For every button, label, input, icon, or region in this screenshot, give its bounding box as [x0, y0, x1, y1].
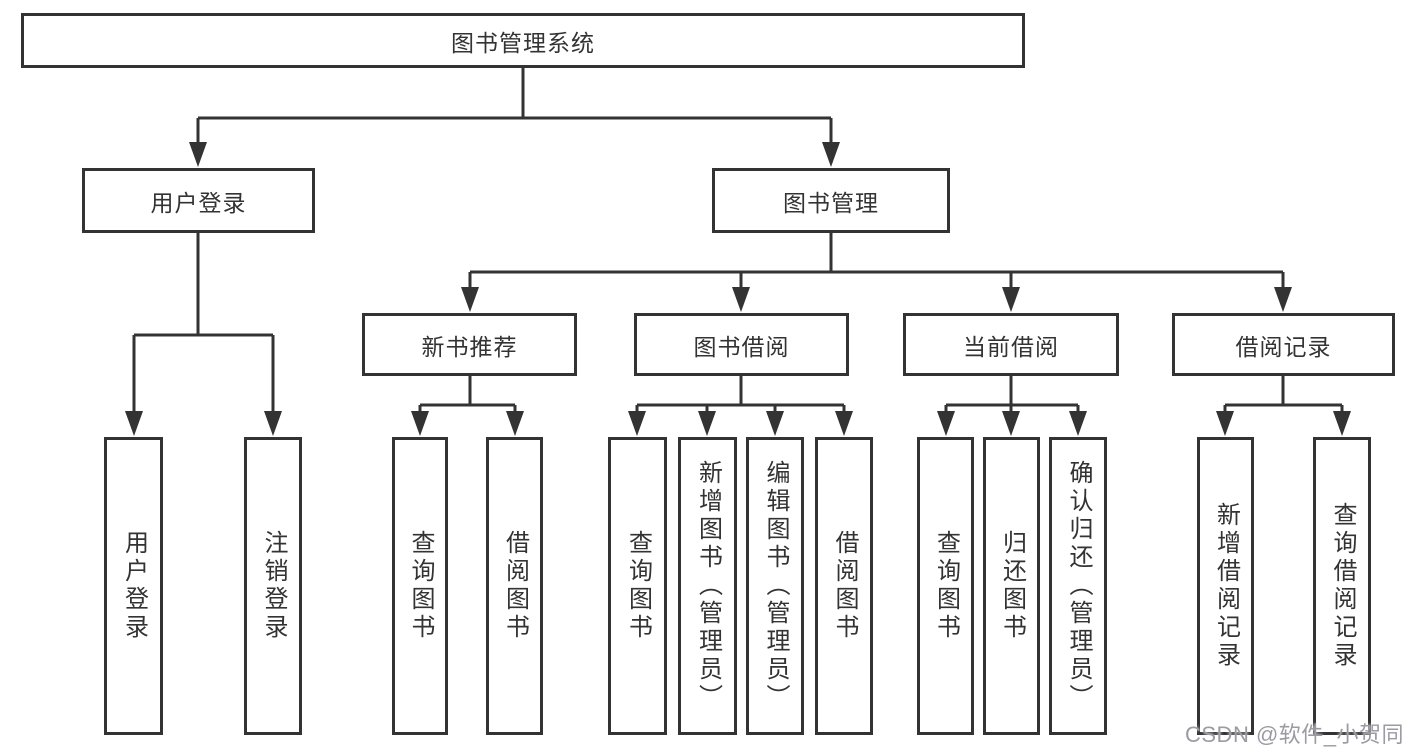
- leaf-borrow-books-recommend: 借阅图书: [486, 437, 543, 735]
- node-book-borrow: 图书借阅: [634, 313, 849, 376]
- leaf-query-books-recommend: 查询图书: [392, 437, 448, 735]
- node-label: 新书推荐: [421, 333, 518, 360]
- node-label: 当前借阅: [963, 333, 1059, 360]
- node-label: 查询图书: [624, 530, 652, 642]
- node-label: 借阅图书: [501, 530, 529, 642]
- node-borrow-records: 借阅记录: [1172, 313, 1395, 376]
- node-book-management: 图书管理: [712, 168, 950, 233]
- node-label: 注销登录: [260, 530, 287, 642]
- node-label: 归还图书: [998, 530, 1026, 642]
- node-label: 新增图书（管理员）: [694, 460, 722, 712]
- node-label: 确认归还（管理员）: [1065, 460, 1092, 712]
- leaf-edit-books-admin: 编辑图书（管理员）: [746, 437, 804, 735]
- node-label: 查询图书: [407, 530, 434, 642]
- node-label: 查询借阅记录: [1329, 502, 1356, 670]
- node-root: 图书管理系统: [21, 13, 1025, 68]
- node-current-borrow: 当前借阅: [903, 313, 1119, 376]
- leaf-query-borrow-record: 查询借阅记录: [1313, 437, 1371, 735]
- node-label: 用户登录: [150, 189, 247, 216]
- node-user-login: 用户登录: [82, 168, 315, 233]
- leaf-query-books-current: 查询图书: [917, 437, 974, 735]
- leaf-query-books-borrow: 查询图书: [608, 437, 667, 735]
- node-label: 编辑图书（管理员）: [762, 460, 789, 712]
- csdn-watermark: CSDN @软件_小贺同学: [1185, 722, 1405, 747]
- node-label: 新增借阅记录: [1212, 502, 1240, 670]
- arrowhead-icons: [125, 142, 1351, 436]
- leaf-return-books: 归还图书: [983, 437, 1040, 735]
- node-label: 图书管理: [783, 189, 879, 216]
- node-label: 借阅图书: [831, 530, 858, 642]
- leaf-user-login: 用户登录: [104, 437, 163, 735]
- node-label: 图书管理系统: [451, 29, 595, 56]
- node-label: 查询图书: [932, 530, 960, 642]
- leaf-confirm-return-admin: 确认归还（管理员）: [1049, 437, 1107, 735]
- leaf-logout: 注销登录: [244, 437, 302, 735]
- node-label: 用户登录: [120, 530, 148, 642]
- node-label: 借阅记录: [1235, 333, 1332, 360]
- node-new-book-recommend: 新书推荐: [362, 313, 577, 376]
- node-label: 图书借阅: [693, 333, 790, 360]
- leaf-add-borrow-record: 新增借阅记录: [1197, 437, 1254, 735]
- leaf-borrow-books: 借阅图书: [815, 437, 873, 735]
- leaf-add-books-admin: 新增图书（管理员）: [678, 437, 737, 735]
